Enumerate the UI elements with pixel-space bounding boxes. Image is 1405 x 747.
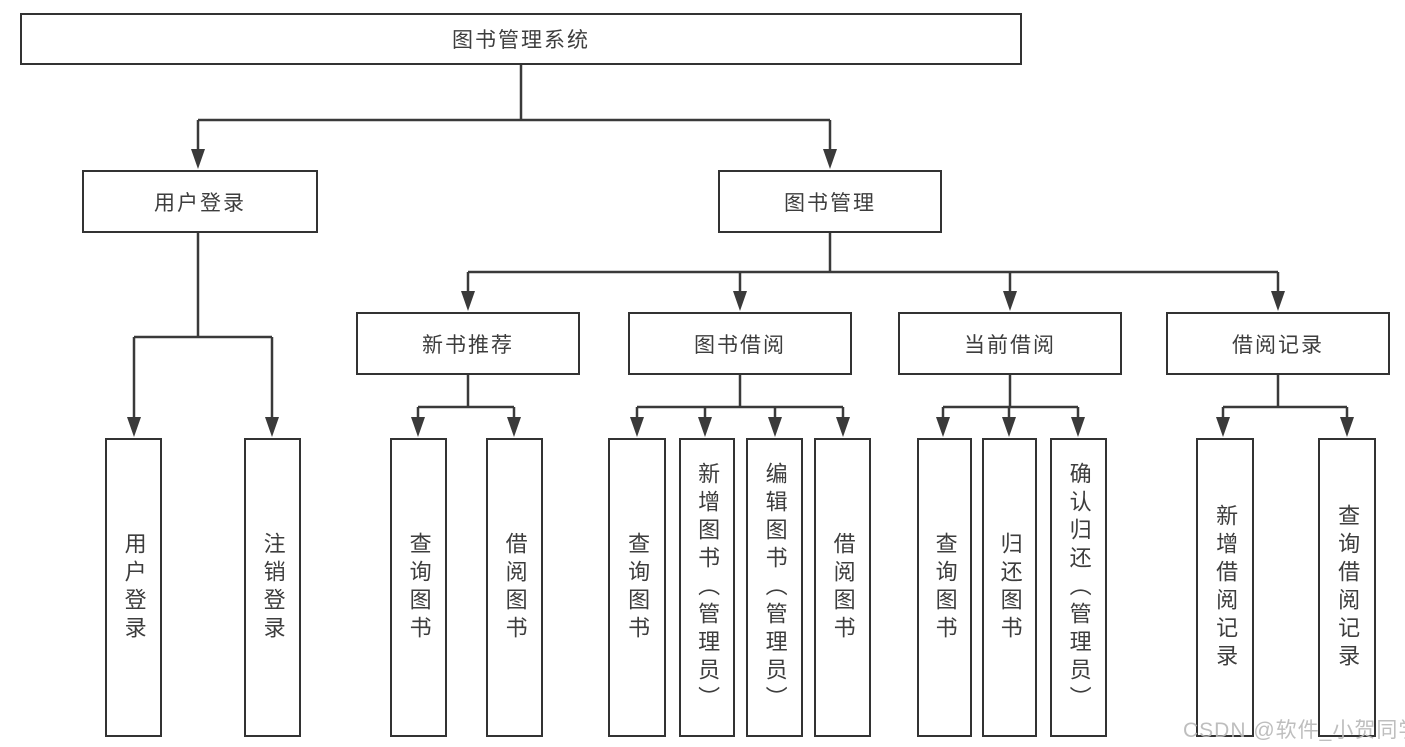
leaf-label: 归还图书 [997, 531, 1023, 644]
node-book-management: 图书管理 [718, 170, 942, 233]
leaf-user-login: 用户登录 [105, 438, 162, 737]
leaf-add-borrow-record: 新增借阅记录 [1196, 438, 1254, 737]
node-new-book-recommend: 新书推荐 [356, 312, 580, 375]
leaf-label: 新增借阅记录 [1213, 503, 1239, 672]
leaf-borrow-books-recommend: 借阅图书 [486, 438, 543, 737]
leaf-label: 查询图书 [625, 531, 651, 644]
leaf-logout: 注销登录 [244, 438, 301, 737]
leaf-label: 借阅图书 [830, 531, 856, 644]
node-book-borrow: 图书借阅 [628, 312, 852, 375]
node-borrow-records: 借阅记录 [1166, 312, 1390, 375]
leaf-query-borrow-record: 查询借阅记录 [1318, 438, 1376, 737]
leaf-label: 确认归还（管理员） [1066, 461, 1092, 714]
leaf-borrow-books: 借阅图书 [814, 438, 871, 737]
node-current-borrow: 当前借阅 [898, 312, 1122, 375]
node-user-login: 用户登录 [82, 170, 318, 233]
leaf-confirm-return-admin: 确认归还（管理员） [1050, 438, 1107, 737]
leaf-label: 编辑图书（管理员） [762, 461, 788, 714]
csdn-watermark: CSDN @软件_小贺同学 [1183, 719, 1405, 742]
leaf-label: 查询借阅记录 [1335, 503, 1361, 672]
leaf-query-books-borrow: 查询图书 [608, 438, 666, 737]
leaf-label: 用户登录 [121, 531, 147, 644]
leaf-return-book: 归还图书 [982, 438, 1037, 737]
leaf-query-books-current: 查询图书 [917, 438, 972, 737]
leaf-label: 查询图书 [932, 531, 958, 644]
leaf-label: 注销登录 [260, 531, 286, 644]
leaf-label: 借阅图书 [502, 531, 528, 644]
leaf-add-book-admin: 新增图书（管理员） [679, 438, 735, 737]
node-book-management-system: 图书管理系统 [20, 13, 1022, 65]
leaf-query-books-recommend: 查询图书 [390, 438, 447, 737]
leaf-label: 查询图书 [406, 531, 432, 644]
leaf-label: 新增图书（管理员） [695, 461, 721, 714]
leaf-edit-book-admin: 编辑图书（管理员） [746, 438, 803, 737]
